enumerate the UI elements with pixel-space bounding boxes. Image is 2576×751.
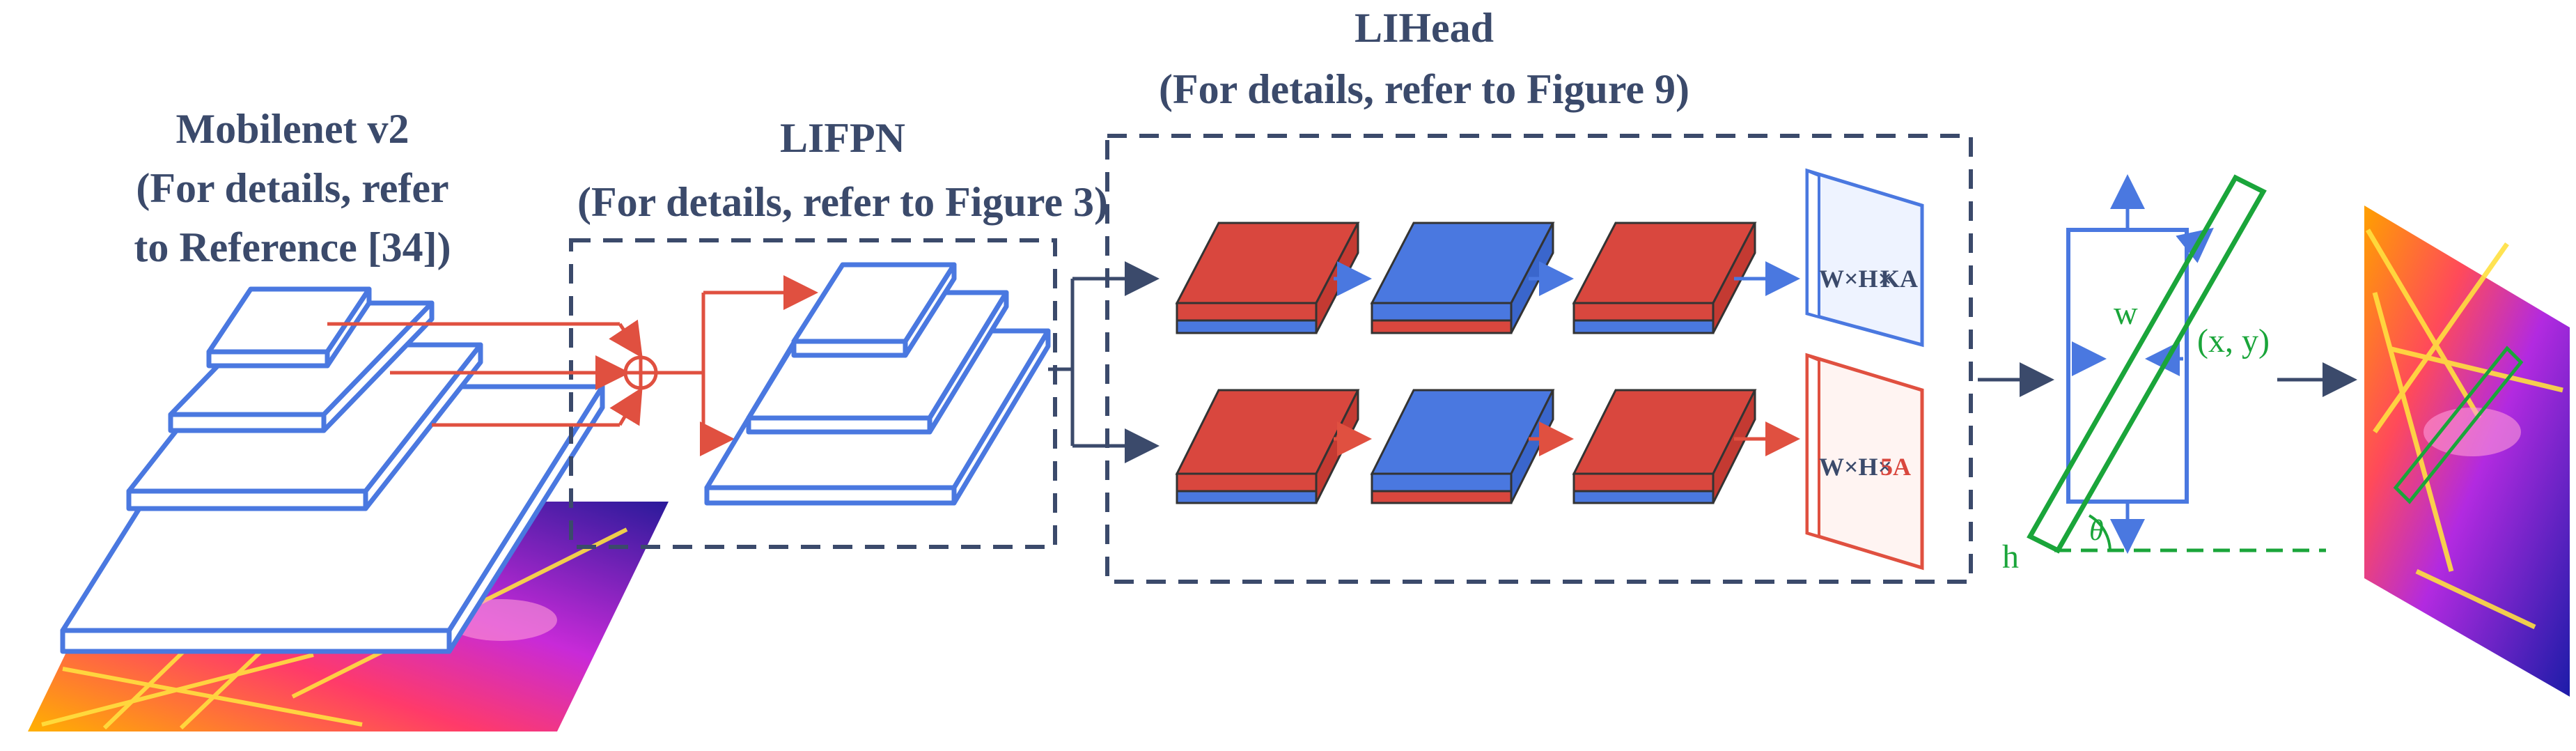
fpn-dashed-box — [569, 238, 1057, 549]
head-subtitle: (For details, refer to Figure 9) — [1159, 66, 1689, 112]
backbone-subtitle-line2: to Reference [34]) — [134, 224, 451, 270]
head-reg-branch: W×H× 5A — [1175, 353, 1924, 571]
fpn-to-head-arrows — [1048, 261, 1160, 463]
backbone-subtitle-line1: (For details, refer — [136, 165, 448, 211]
fpn-subtitle: (For details, refer to Figure 3) — [577, 179, 1108, 225]
cls-conv-block-2 — [1370, 222, 1555, 334]
rotated-box-illustration: w h (x, y) θ — [2002, 174, 2326, 575]
cls-output-suffix: KA — [1880, 265, 1918, 293]
reg-conv-block-2 — [1370, 389, 1555, 504]
box-angle-label: θ — [2089, 515, 2104, 547]
output-thermal-image — [2364, 206, 2570, 697]
fpn-title: LIFPN — [780, 115, 905, 161]
box-width-label: w — [2114, 295, 2138, 332]
head-cls-branch: W×H× KA — [1175, 168, 1924, 348]
backbone-to-fpn-arrows — [327, 319, 643, 427]
head-title: LIHead — [1355, 5, 1494, 51]
backbone-title: Mobilenet v2 — [176, 106, 409, 152]
cls-output-plate: W×H× KA — [1805, 168, 1924, 348]
box-height-label: h — [2002, 539, 2019, 575]
reg-output-prefix: W×H× — [1819, 453, 1892, 481]
cls-conv-block-1 — [1175, 222, 1360, 334]
cls-conv-block-3 — [1572, 222, 1757, 334]
cls-output-prefix: W×H× — [1819, 265, 1892, 293]
box-center-label: (x, y) — [2197, 323, 2270, 359]
reg-conv-block-1 — [1175, 389, 1360, 504]
adder-to-fpn-arrows — [656, 275, 818, 456]
feature-add-icon — [623, 355, 658, 390]
head-dashed-box — [1105, 134, 1973, 584]
reg-output-suffix: 5A — [1880, 453, 1911, 481]
reg-output-plate: W×H× 5A — [1805, 353, 1924, 571]
backbone-pyramid — [60, 286, 605, 654]
reg-conv-block-3 — [1572, 389, 1757, 504]
fpn-pyramid — [704, 262, 1051, 506]
